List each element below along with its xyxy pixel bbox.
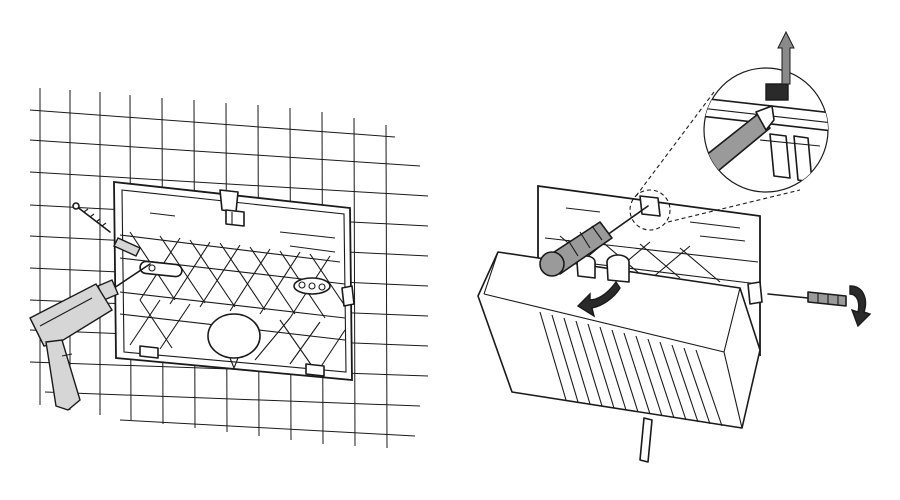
screw-icon [72, 202, 141, 257]
cable-hole [207, 313, 261, 359]
zoom-callout-lines [629, 91, 801, 231]
mounting-plate [113, 180, 355, 381]
arrow-up-icon [777, 30, 795, 85]
rotate-arrow-icon [576, 280, 621, 318]
drill-icon [29, 263, 151, 411]
magnified-detail [703, 67, 829, 193]
cover-ribs [539, 311, 723, 427]
wall-mounting-panel [29, 88, 429, 449]
cover-fitting-panel [477, 30, 872, 463]
screwdriver-icon [539, 205, 649, 277]
cover-unit [477, 251, 761, 463]
screwdriver-icon [767, 291, 847, 307]
rotate-arrow-icon [849, 285, 872, 328]
